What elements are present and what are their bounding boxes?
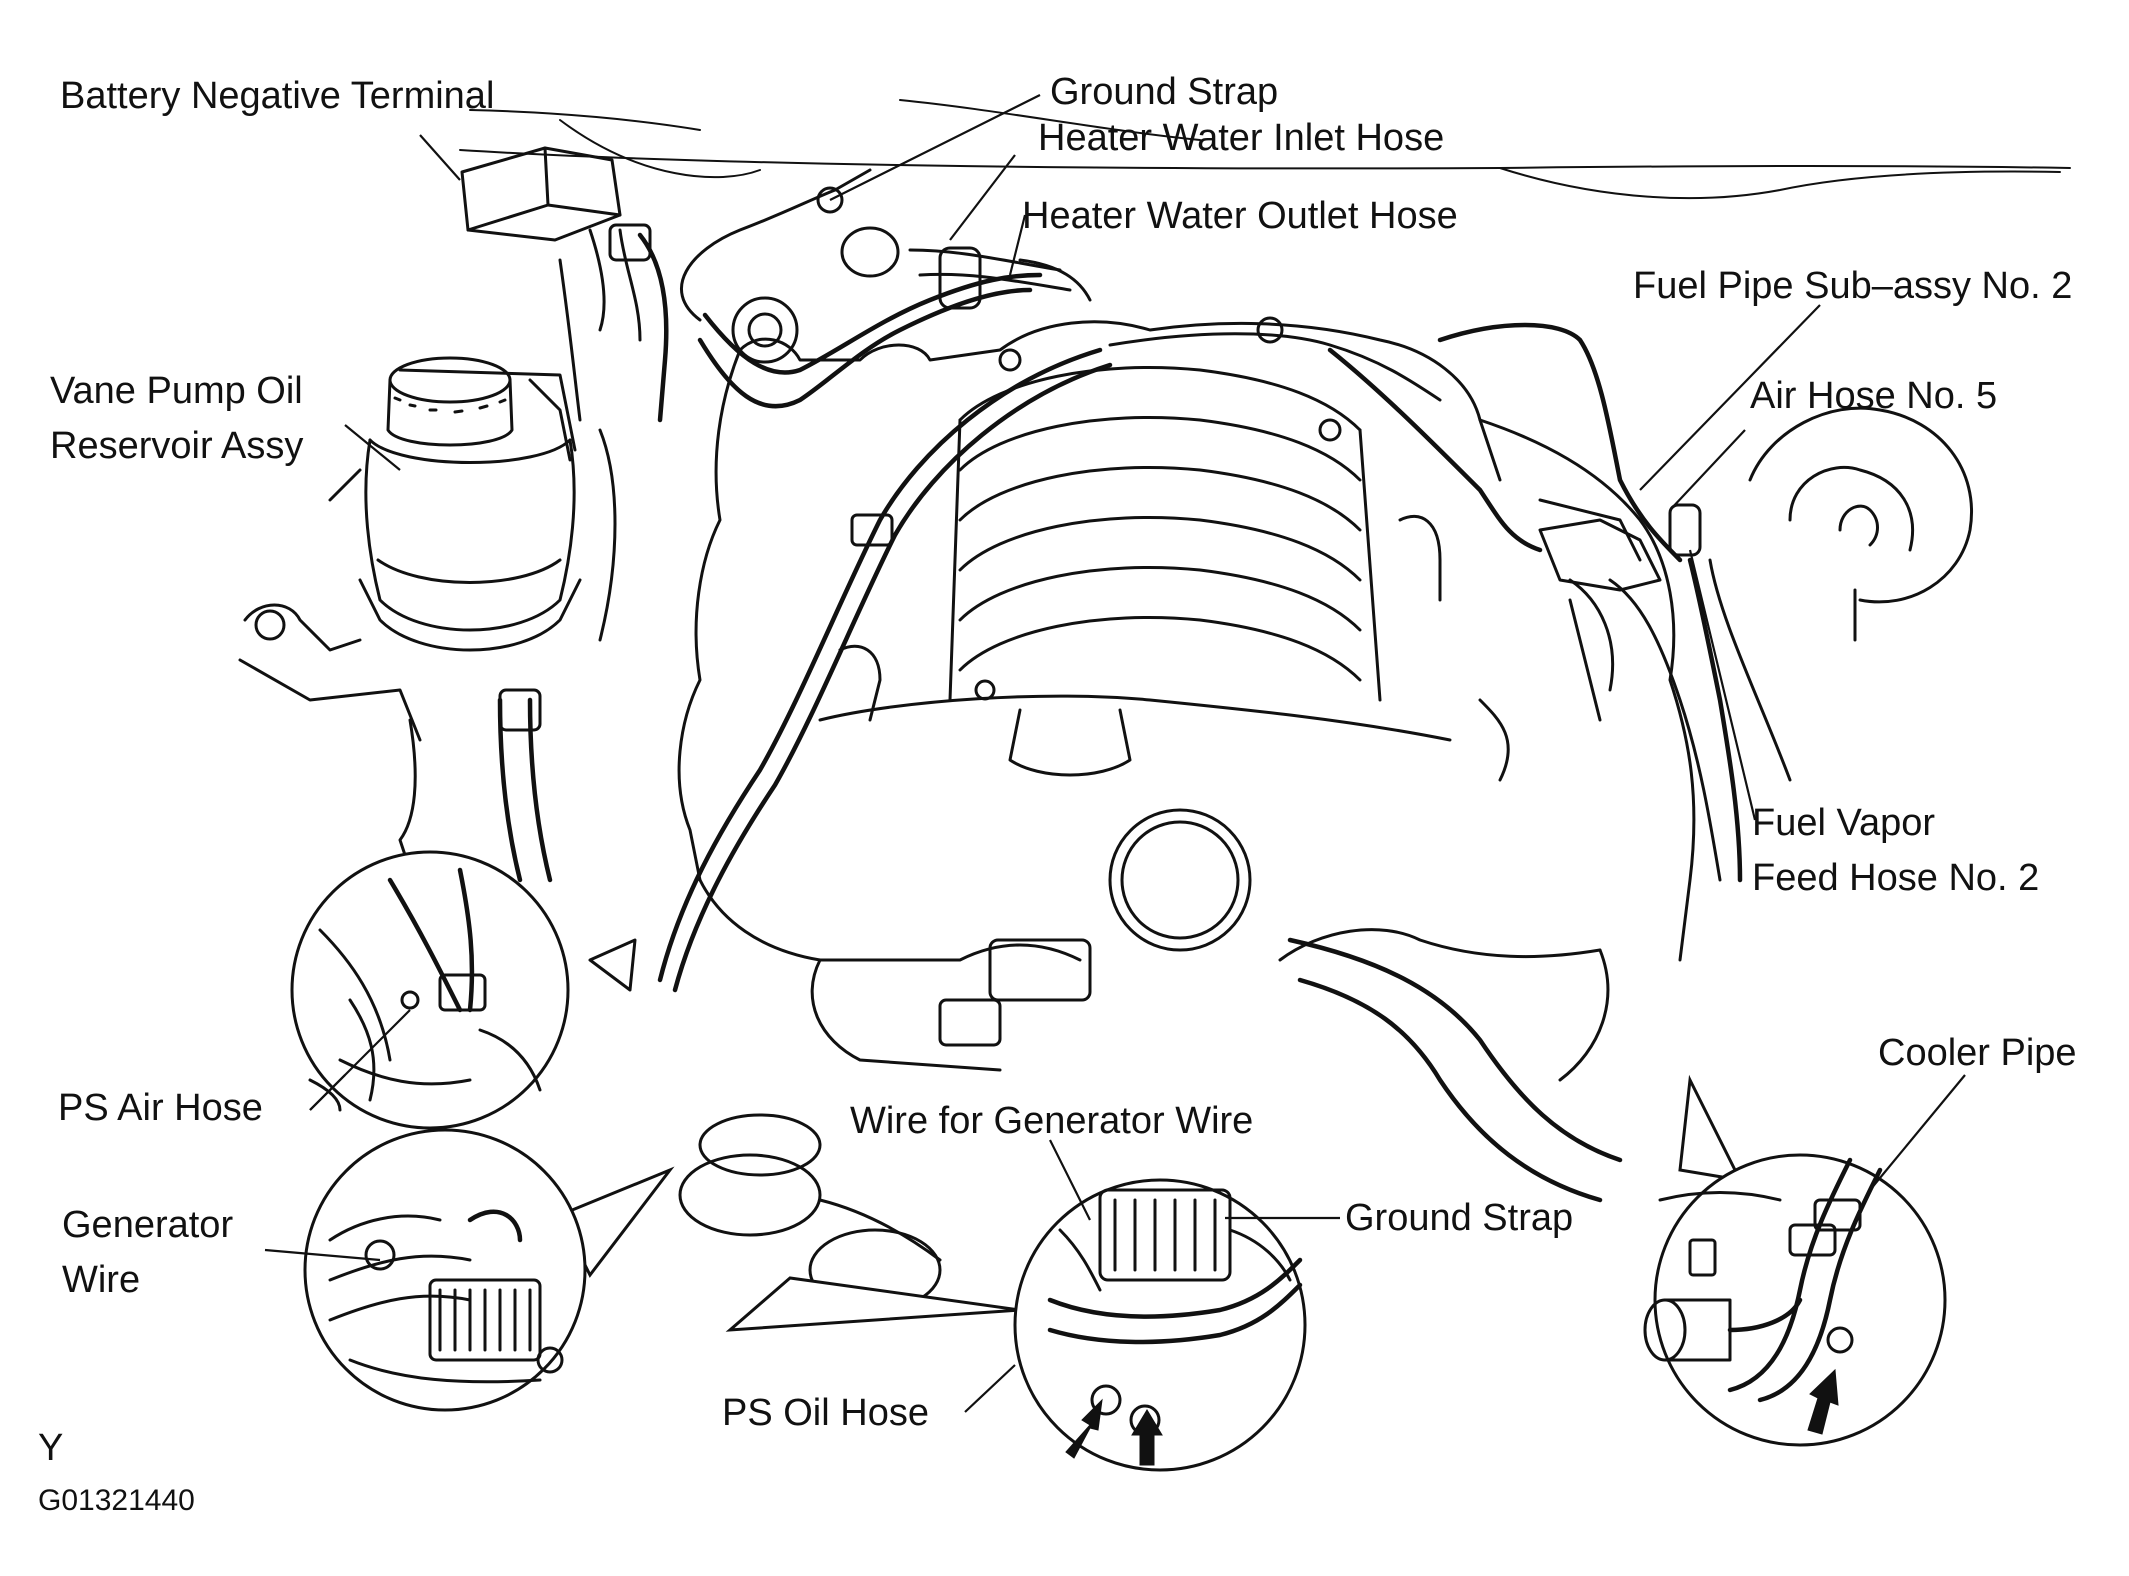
label-vane-pump-line2: Reservoir Assy [50,425,303,467]
ground-strap-top-part [680,168,872,322]
label-battery-negative-terminal: Battery Negative Terminal [60,75,494,117]
label-cooler-pipe: Cooler Pipe [1878,1032,2077,1074]
label-fuel-vapor-line2: Feed Hose No. 2 [1752,857,2039,899]
view-letter: Y [38,1427,63,1469]
detail-generator-ps-oil-hose [725,1178,1307,1472]
vane-pump-reservoir-part [238,356,582,883]
label-vane-pump-line1: Vane Pump Oil [50,370,303,412]
figure-code: G01321440 [38,1484,195,1517]
fuel-pipe-right [1327,322,1743,883]
leader-lines [264,94,1966,1413]
label-generator-wire-line2: Wire [62,1259,140,1301]
detail-cooler-pipe [1643,1074,1947,1447]
label-ps-oil-hose: PS Oil Hose [722,1392,929,1434]
detail-generator-wire [303,1128,675,1412]
labels: Battery Negative Terminal Ground Strap H… [38,71,2077,1517]
engine-block [677,316,1696,1203]
wiring-harness-left [657,332,1442,993]
right-round-part [1708,406,1973,782]
label-ground-strap-top: Ground Strap [1050,71,1278,113]
label-wire-for-generator-wire: Wire for Generator Wire [850,1100,1253,1142]
body-outline-lines [459,99,2071,200]
heater-hoses [697,226,1092,409]
left-bracket-part [328,258,617,642]
label-generator-wire-line1: Generator [62,1204,233,1246]
battery-negative-terminal-part [460,146,669,423]
detail-ps-air-hose [290,850,637,1130]
label-air-hose-no5: Air Hose No. 5 [1750,375,1997,417]
label-heater-water-outlet-hose: Heater Water Outlet Hose [1022,195,1458,237]
label-ground-strap-bottom: Ground Strap [1345,1197,1573,1239]
label-ps-air-hose: PS Air Hose [58,1087,263,1129]
label-heater-water-inlet-hose: Heater Water Inlet Hose [1038,117,1444,159]
label-fuel-vapor-line1: Fuel Vapor [1752,802,1935,844]
label-fuel-pipe-sub-assy: Fuel Pipe Sub–assy No. 2 [1633,265,2072,307]
